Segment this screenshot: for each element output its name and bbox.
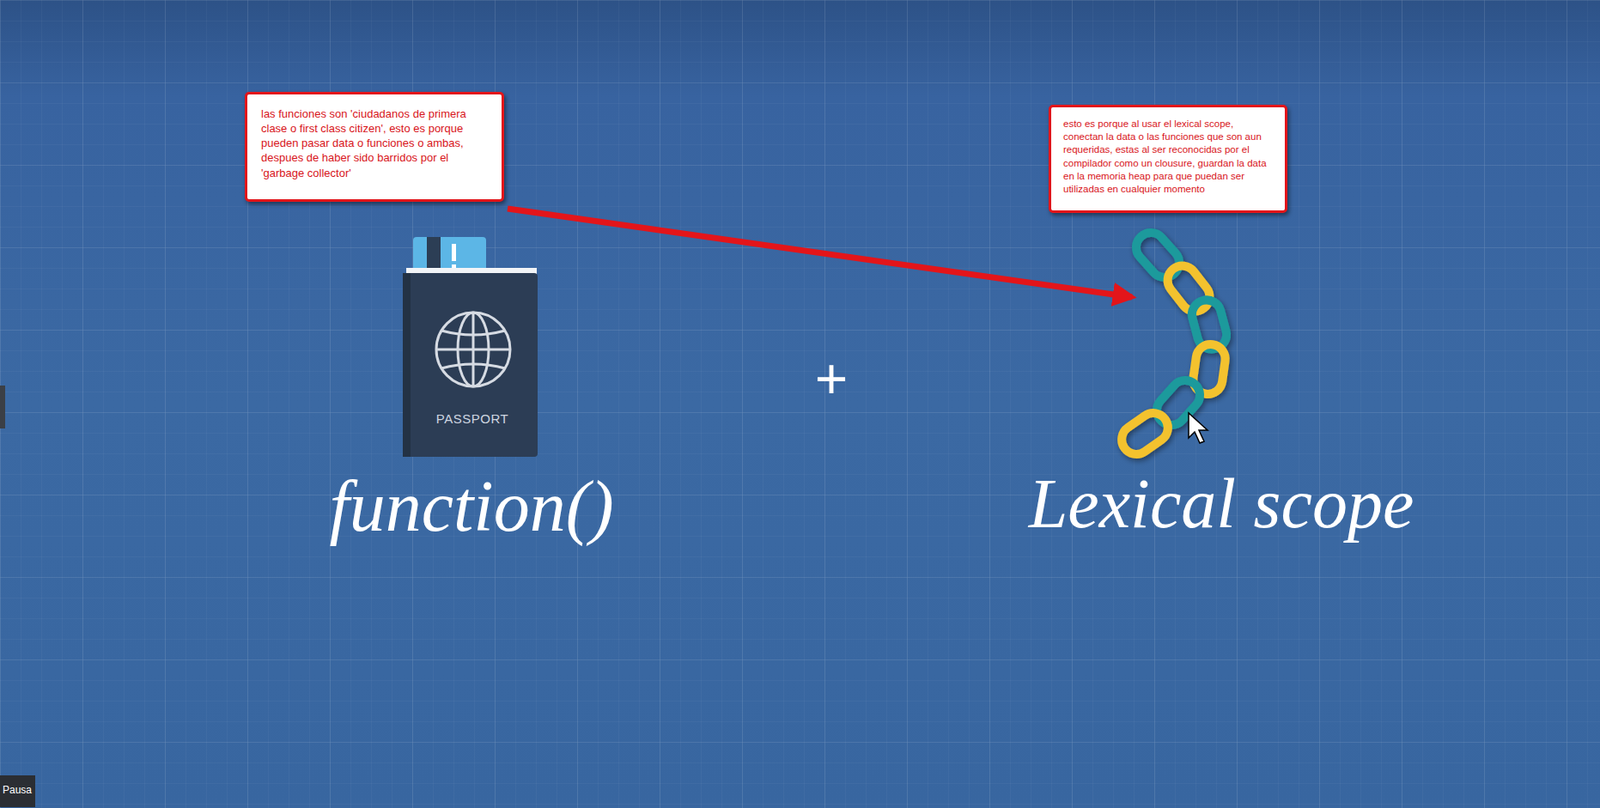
plus-sign: + bbox=[815, 350, 849, 408]
callout-text: las funciones son 'ciudadanos de primera… bbox=[261, 106, 490, 181]
pause-tab bbox=[0, 775, 36, 808]
callout-text: esto es porque al usar el lexical scope,… bbox=[1063, 117, 1275, 196]
callout-box: las funciones son 'ciudadanos de primera… bbox=[244, 91, 505, 202]
mouse-cursor bbox=[1188, 413, 1208, 444]
chain-icon bbox=[1115, 226, 1229, 460]
side-tab bbox=[0, 385, 6, 429]
callout-box: esto es porque al usar el lexical scope,… bbox=[1048, 104, 1288, 213]
leader-arrow bbox=[507, 208, 1132, 298]
pause-label: Pausa bbox=[2, 784, 32, 796]
function-title: function() bbox=[328, 470, 614, 543]
passport-icon bbox=[402, 237, 538, 457]
lexical-scope-title: Lexical scope bbox=[1028, 468, 1415, 540]
passport-text: PASSPORT bbox=[436, 412, 509, 426]
